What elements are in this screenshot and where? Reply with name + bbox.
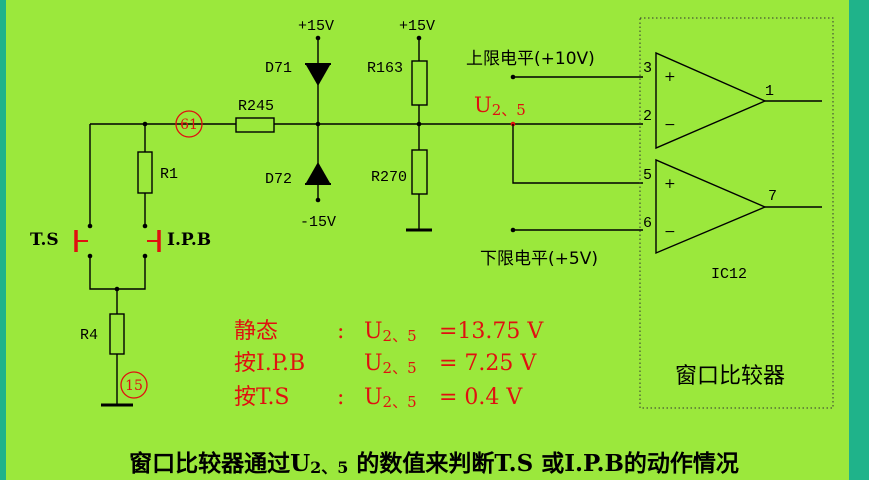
reading-symbol: U2、5: [364, 319, 417, 345]
reading-state: 静态: [234, 319, 278, 344]
resistor-r163-label: R163: [367, 60, 403, 77]
comparator-lower: [655, 158, 767, 255]
reading-value: = 0.4 V: [439, 385, 523, 410]
reading-state: 按T.S: [234, 385, 290, 410]
resistor-r4: [109, 313, 125, 355]
reading-state: 按I.P.B: [234, 351, 305, 376]
op2-pin-out-number: 7: [768, 188, 777, 205]
op2-plus-sign: +: [664, 176, 676, 192]
supply-neg-label: -15V: [300, 214, 336, 231]
resistor-r4-label: R4: [80, 327, 98, 344]
switch-ts-label: T.S: [30, 230, 59, 250]
op2-pin-plus-number: 5: [643, 167, 652, 184]
slide-caption: 窗口比较器通过U2、5 的数值来判断T.S 或I.P.B的动作情况: [129, 450, 739, 477]
upper-level-label: 上限电平(+10V): [466, 49, 595, 69]
supply-pos-res-label: +15V: [399, 18, 435, 35]
left-wiring: [89, 123, 236, 407]
reading-colon: :: [337, 385, 344, 410]
node-15-marker: [120, 371, 148, 399]
ts-switch: [74, 223, 93, 259]
reading-symbol: U2、5: [364, 385, 417, 411]
diode-d72-label: D72: [265, 171, 292, 188]
resistor-r1: [137, 151, 153, 194]
ic12-boundary: [639, 17, 834, 409]
comparator-wiring: [510, 74, 822, 233]
voltage-readings: 静态 : U2、5 =13.75 V 按I.P.B U2、5 = 7.25 V …: [234, 319, 544, 411]
op1-plus-sign: +: [664, 69, 676, 85]
junction-dot: [142, 121, 148, 127]
node-voltage-label: U2、5: [474, 93, 526, 119]
op2-pin-minus-number: 6: [643, 215, 652, 232]
resistor-r1-label: R1: [160, 166, 178, 183]
node-61-marker: [175, 110, 203, 138]
resistor-r245: [235, 117, 275, 133]
node-15-label: 15: [125, 378, 143, 394]
lower-level-label: 下限电平(+5V): [480, 249, 598, 269]
node-61-label: 61: [180, 117, 198, 133]
op1-pin-plus-number: 3: [643, 60, 652, 77]
junction-dot: [114, 286, 120, 292]
reading-colon: :: [337, 319, 344, 344]
ic12-label: IC12: [711, 266, 747, 283]
reading-value: =13.75 V: [439, 319, 544, 344]
op1-minus-sign: −: [664, 117, 676, 133]
diode-d71-label: D71: [265, 60, 292, 77]
comparator-upper: [655, 51, 767, 150]
supply-pos-diode-label: +15V: [298, 18, 334, 35]
op1-pin-minus-number: 2: [643, 108, 652, 125]
diode-network: [274, 35, 643, 232]
comparator-box-caption: 窗口比较器: [675, 364, 785, 389]
switch-ipb-label: I.P.B: [167, 230, 211, 250]
resistor-r245-label: R245: [238, 98, 274, 115]
resistor-r270-label: R270: [371, 169, 407, 186]
op1-pin-out-number: 1: [765, 83, 774, 100]
op2-minus-sign: −: [664, 224, 676, 240]
resistor-r270: [411, 149, 428, 195]
reading-value: = 7.25 V: [439, 351, 537, 376]
reading-symbol: U2、5: [364, 351, 417, 377]
ipb-switch: [142, 223, 161, 259]
resistor-r163: [411, 60, 428, 106]
